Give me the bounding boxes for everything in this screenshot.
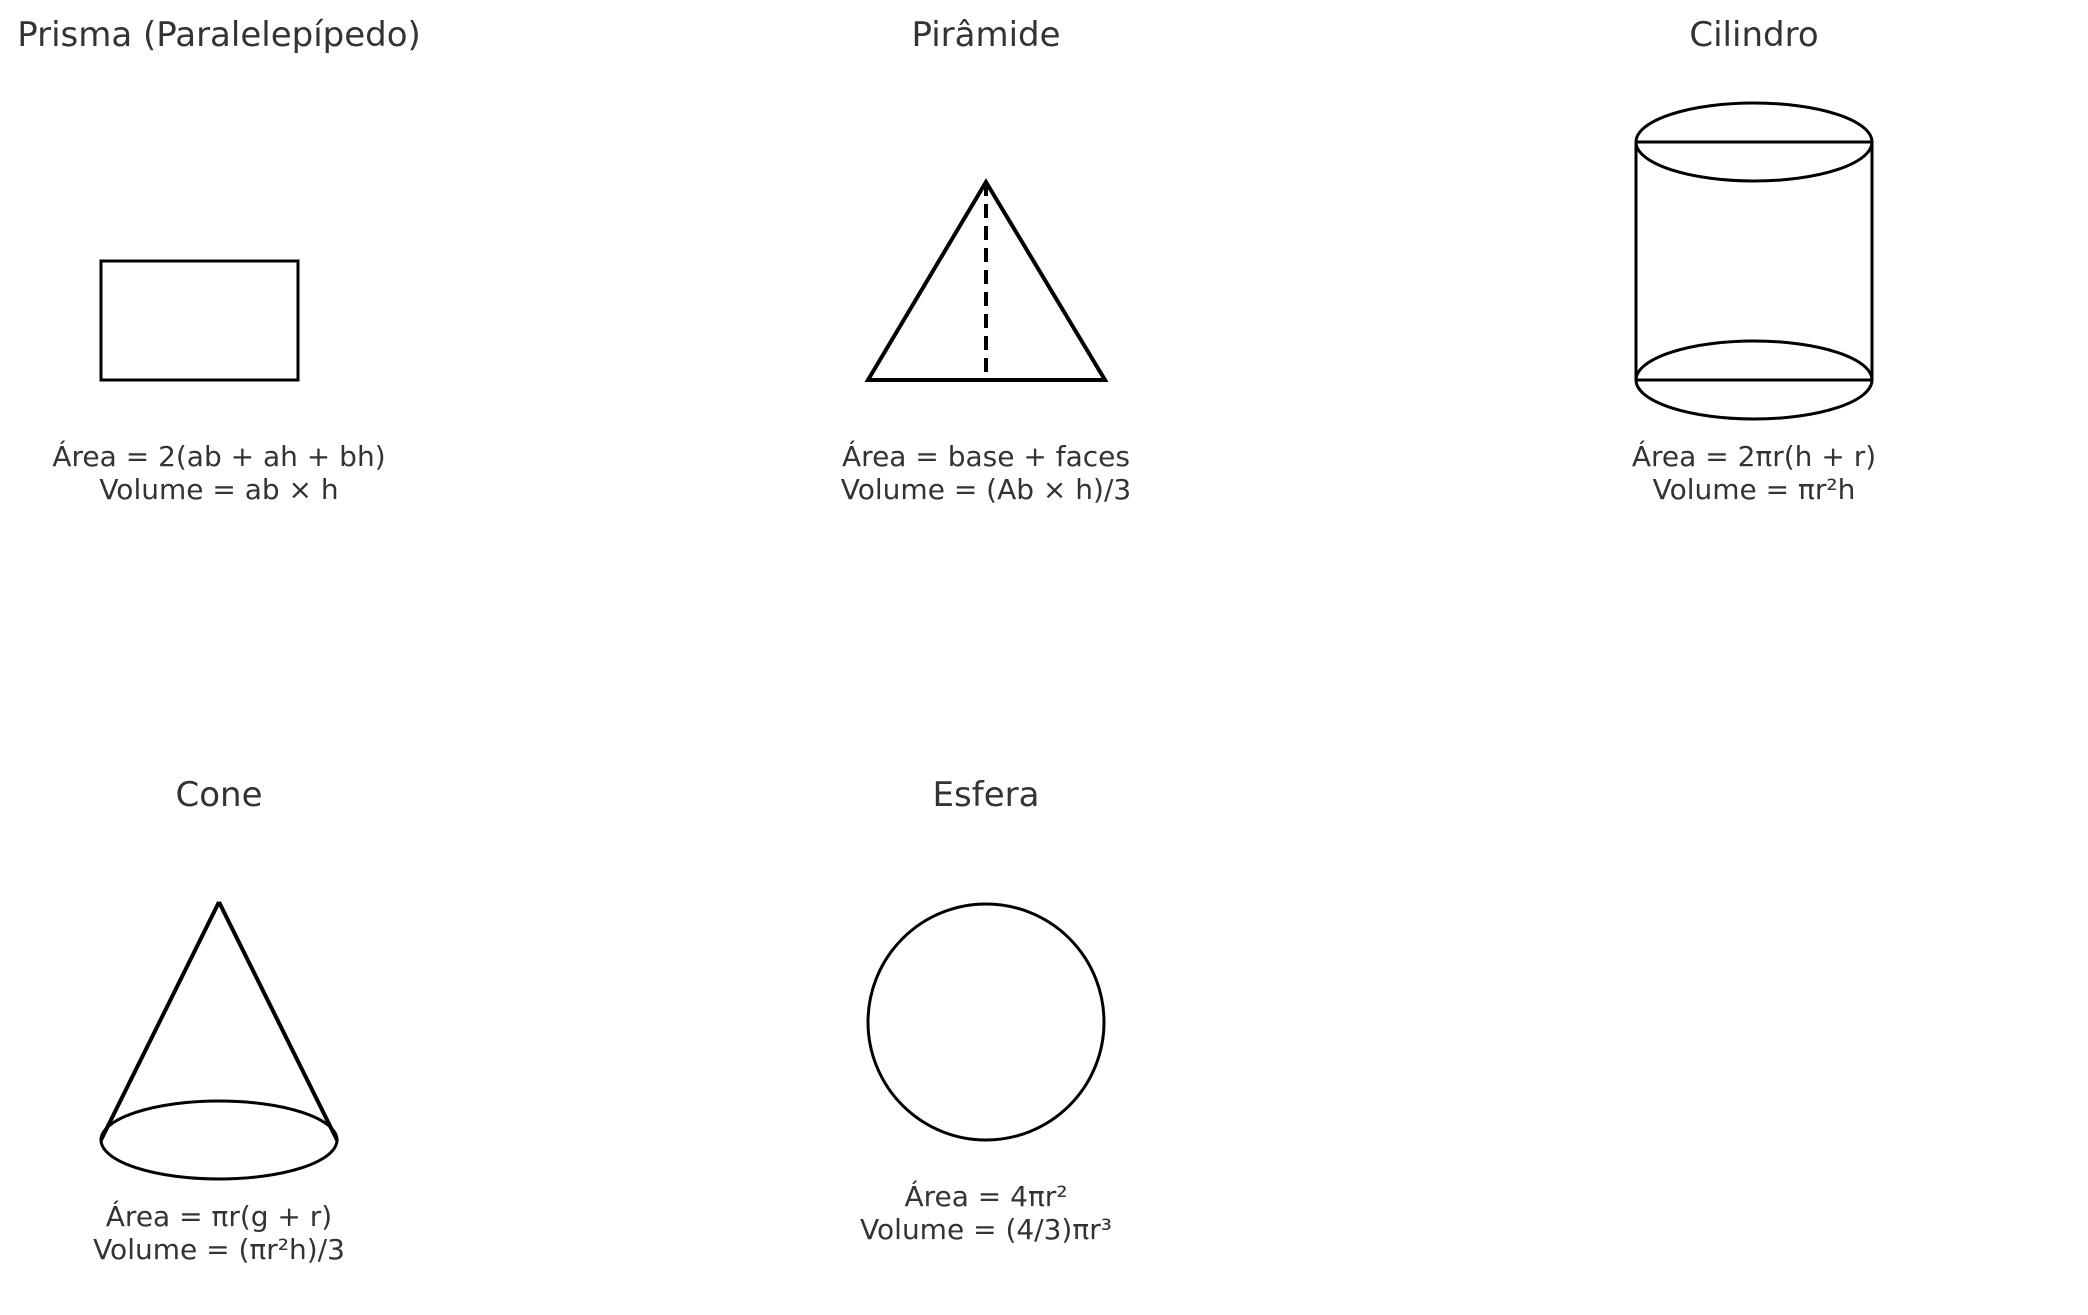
prism-title: Prisma (Paralelepípedo): [17, 15, 421, 55]
cylinder-area-formula: Área = 2πr(h + r): [1631, 440, 1877, 473]
prism-formulas: Área = 2(ab + ah + bh) Volume = ab × h: [52, 440, 385, 506]
pyramid-formulas: Área = base + faces Volume = (Ab × h)/3: [841, 440, 1131, 506]
cylinder-formulas: Área = 2πr(h + r) Volume = πr²h: [1632, 440, 1876, 506]
pyramid-volume-formula: Volume = (Ab × h)/3: [840, 473, 1132, 506]
sphere-volume-formula: Volume = (4/3)πr³: [860, 1213, 1112, 1246]
sphere-area-formula: Área = 4πr²: [904, 1180, 1068, 1213]
pyramid-triangle: [864, 178, 1109, 382]
cylinder-volume-formula: Volume = πr²h: [1652, 473, 1856, 506]
cone-right-side: [217, 901, 339, 1141]
cylinder-shape: [1634, 101, 1874, 421]
cone-left-side: [99, 901, 221, 1141]
cone-volume-formula: Volume = (πr²h)/3: [93, 1233, 345, 1266]
sphere-title: Esfera: [932, 775, 1040, 815]
prism-area-formula: Área = 2(ab + ah + bh): [52, 440, 386, 473]
pyramid-area-formula: Área = base + faces: [842, 440, 1130, 473]
cone-formulas: Área = πr(g + r) Volume = (πr²h)/3: [93, 1200, 345, 1266]
prism-volume-formula: Volume = ab × h: [99, 473, 339, 506]
cone-base-ellipse: [99, 1099, 339, 1181]
prism-rectangle: [99, 259, 300, 382]
sphere-circle: [866, 902, 1106, 1142]
cone-area-formula: Área = πr(g + r): [105, 1200, 333, 1233]
pyramid-title: Pirâmide: [911, 15, 1061, 55]
cylinder-title: Cilindro: [1689, 15, 1819, 55]
sphere-formulas: Área = 4πr² Volume = (4/3)πr³: [860, 1180, 1112, 1246]
cone-shape: [99, 901, 339, 1181]
cone-title: Cone: [175, 775, 263, 815]
